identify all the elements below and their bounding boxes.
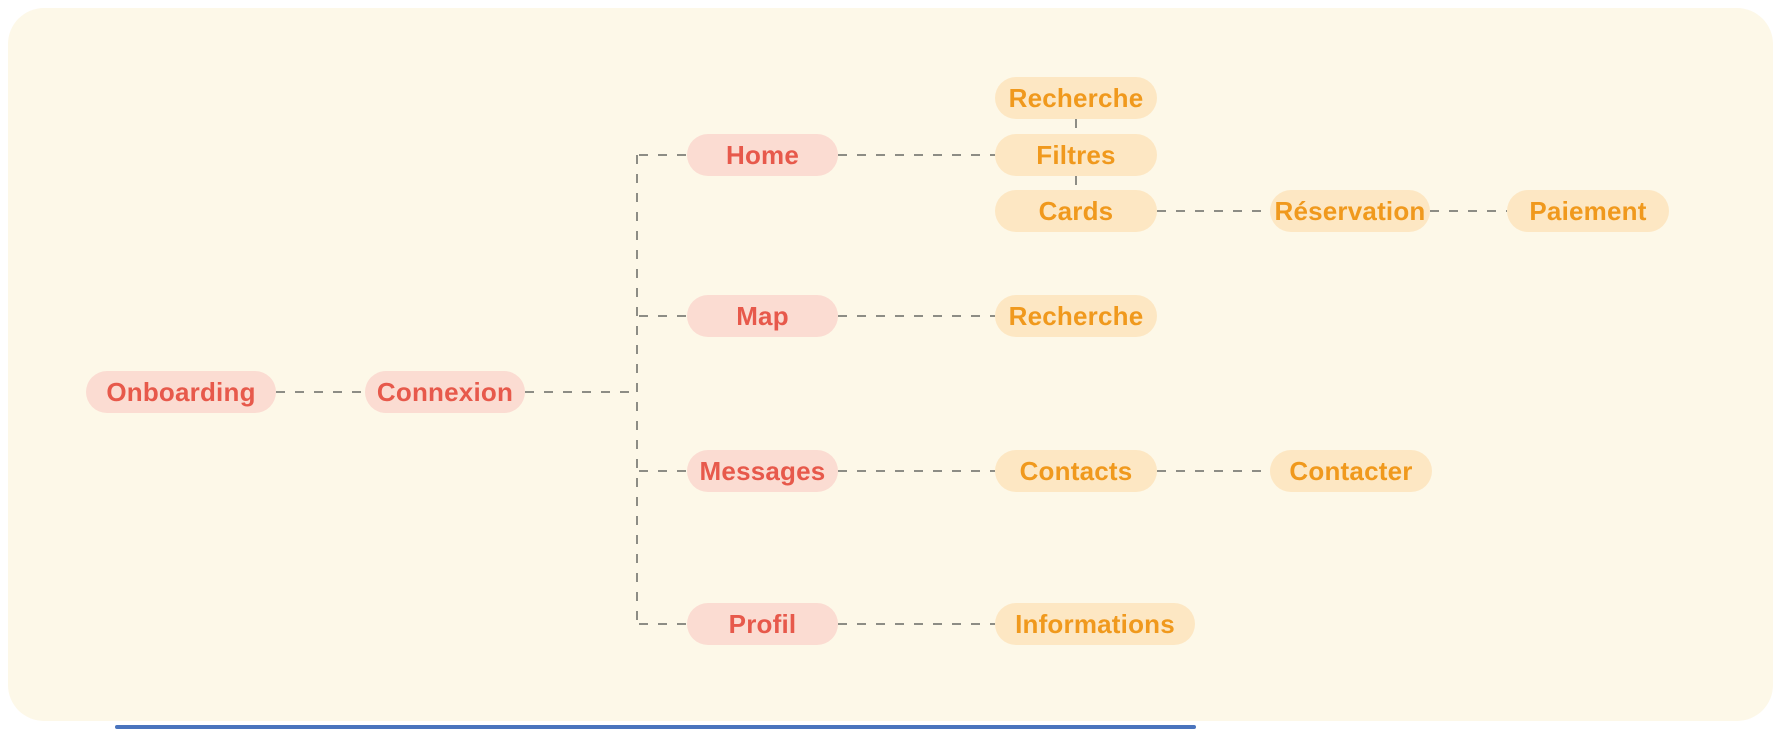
connector-trunk-messages: [639, 470, 687, 472]
connector-onboarding-connexion: [276, 391, 365, 393]
node-label: Filtres: [1036, 139, 1116, 170]
connector-map-recherche: [838, 315, 995, 317]
node-label: Onboarding: [106, 376, 256, 407]
node-label: Réservation: [1274, 195, 1426, 226]
connector-trunk-home: [639, 154, 687, 156]
connector-trunk: [636, 155, 638, 624]
node-label: Profil: [728, 608, 797, 639]
node-label: Map: [736, 300, 789, 331]
node-label: Contacts: [1019, 455, 1133, 486]
node-home[interactable]: Home: [687, 134, 838, 176]
connector-recherche-filtres: [1075, 119, 1077, 134]
node-label: Informations: [1015, 608, 1175, 639]
node-label: Messages: [699, 455, 826, 486]
node-contacter[interactable]: Contacter: [1270, 450, 1432, 492]
node-onboarding[interactable]: Onboarding: [86, 371, 276, 413]
node-paiement[interactable]: Paiement: [1507, 190, 1669, 232]
diagram-canvas: [8, 8, 1773, 721]
node-contacts[interactable]: Contacts: [995, 450, 1157, 492]
connector-filtres-cards: [1075, 176, 1077, 190]
node-label: Home: [725, 139, 800, 170]
connector-contacts-contacter: [1157, 470, 1270, 472]
node-label: Paiement: [1529, 195, 1647, 226]
node-reservation[interactable]: Réservation: [1270, 190, 1430, 232]
node-connexion[interactable]: Connexion: [365, 371, 525, 413]
node-profil[interactable]: Profil: [687, 603, 838, 645]
node-cards[interactable]: Cards: [995, 190, 1157, 232]
connector-connexion-trunk: [525, 391, 638, 393]
node-label: Connexion: [376, 376, 514, 407]
node-informations[interactable]: Informations: [995, 603, 1195, 645]
connector-trunk-profil: [639, 623, 687, 625]
connector-cards-reservation: [1157, 210, 1270, 212]
connector-trunk-map: [639, 315, 687, 317]
node-label: Cards: [1038, 195, 1114, 226]
connector-messages-contacts: [838, 470, 995, 472]
connector-reservation-paiement: [1430, 210, 1507, 212]
node-messages[interactable]: Messages: [687, 450, 838, 492]
bottom-accent-bar: [115, 725, 1196, 729]
node-label: Contacter: [1289, 455, 1413, 486]
node-filtres[interactable]: Filtres: [995, 134, 1157, 176]
node-label: Recherche: [1008, 300, 1144, 331]
node-recherche-home[interactable]: Recherche: [995, 77, 1157, 119]
connector-profil-informations: [838, 623, 995, 625]
node-label: Recherche: [1008, 82, 1144, 113]
node-map[interactable]: Map: [687, 295, 838, 337]
node-recherche-map[interactable]: Recherche: [995, 295, 1157, 337]
connector-home-filtres: [838, 154, 995, 156]
